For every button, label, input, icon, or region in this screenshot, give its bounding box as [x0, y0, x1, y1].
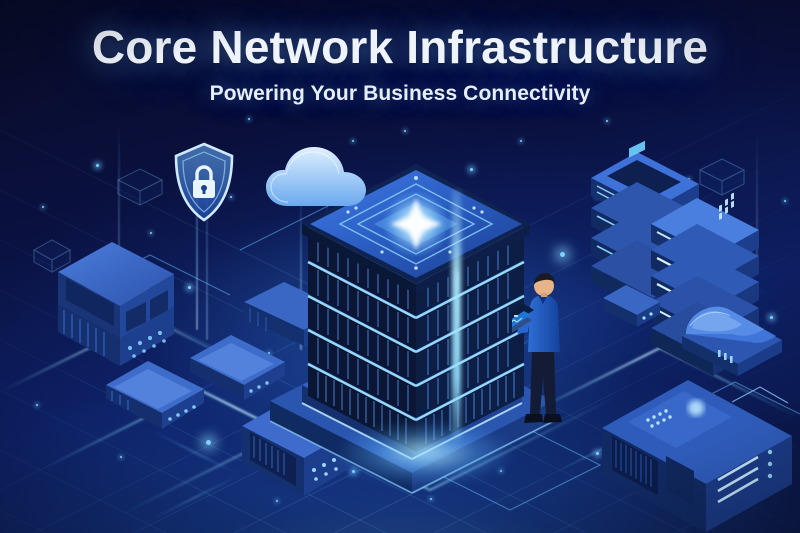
hero-text-block: Core Network Infrastructure Powering You…	[0, 21, 800, 106]
page-subtitle: Powering Your Business Connectivity	[209, 81, 591, 105]
shield-lock-icon	[170, 140, 238, 233]
technician-figure	[500, 272, 582, 442]
cloud-icon	[262, 142, 370, 221]
right-small-node	[600, 282, 664, 330]
bottom-right-server-box	[592, 358, 800, 533]
left-tower-server	[50, 238, 190, 368]
page-title: Core Network Infrastructure	[91, 21, 709, 73]
